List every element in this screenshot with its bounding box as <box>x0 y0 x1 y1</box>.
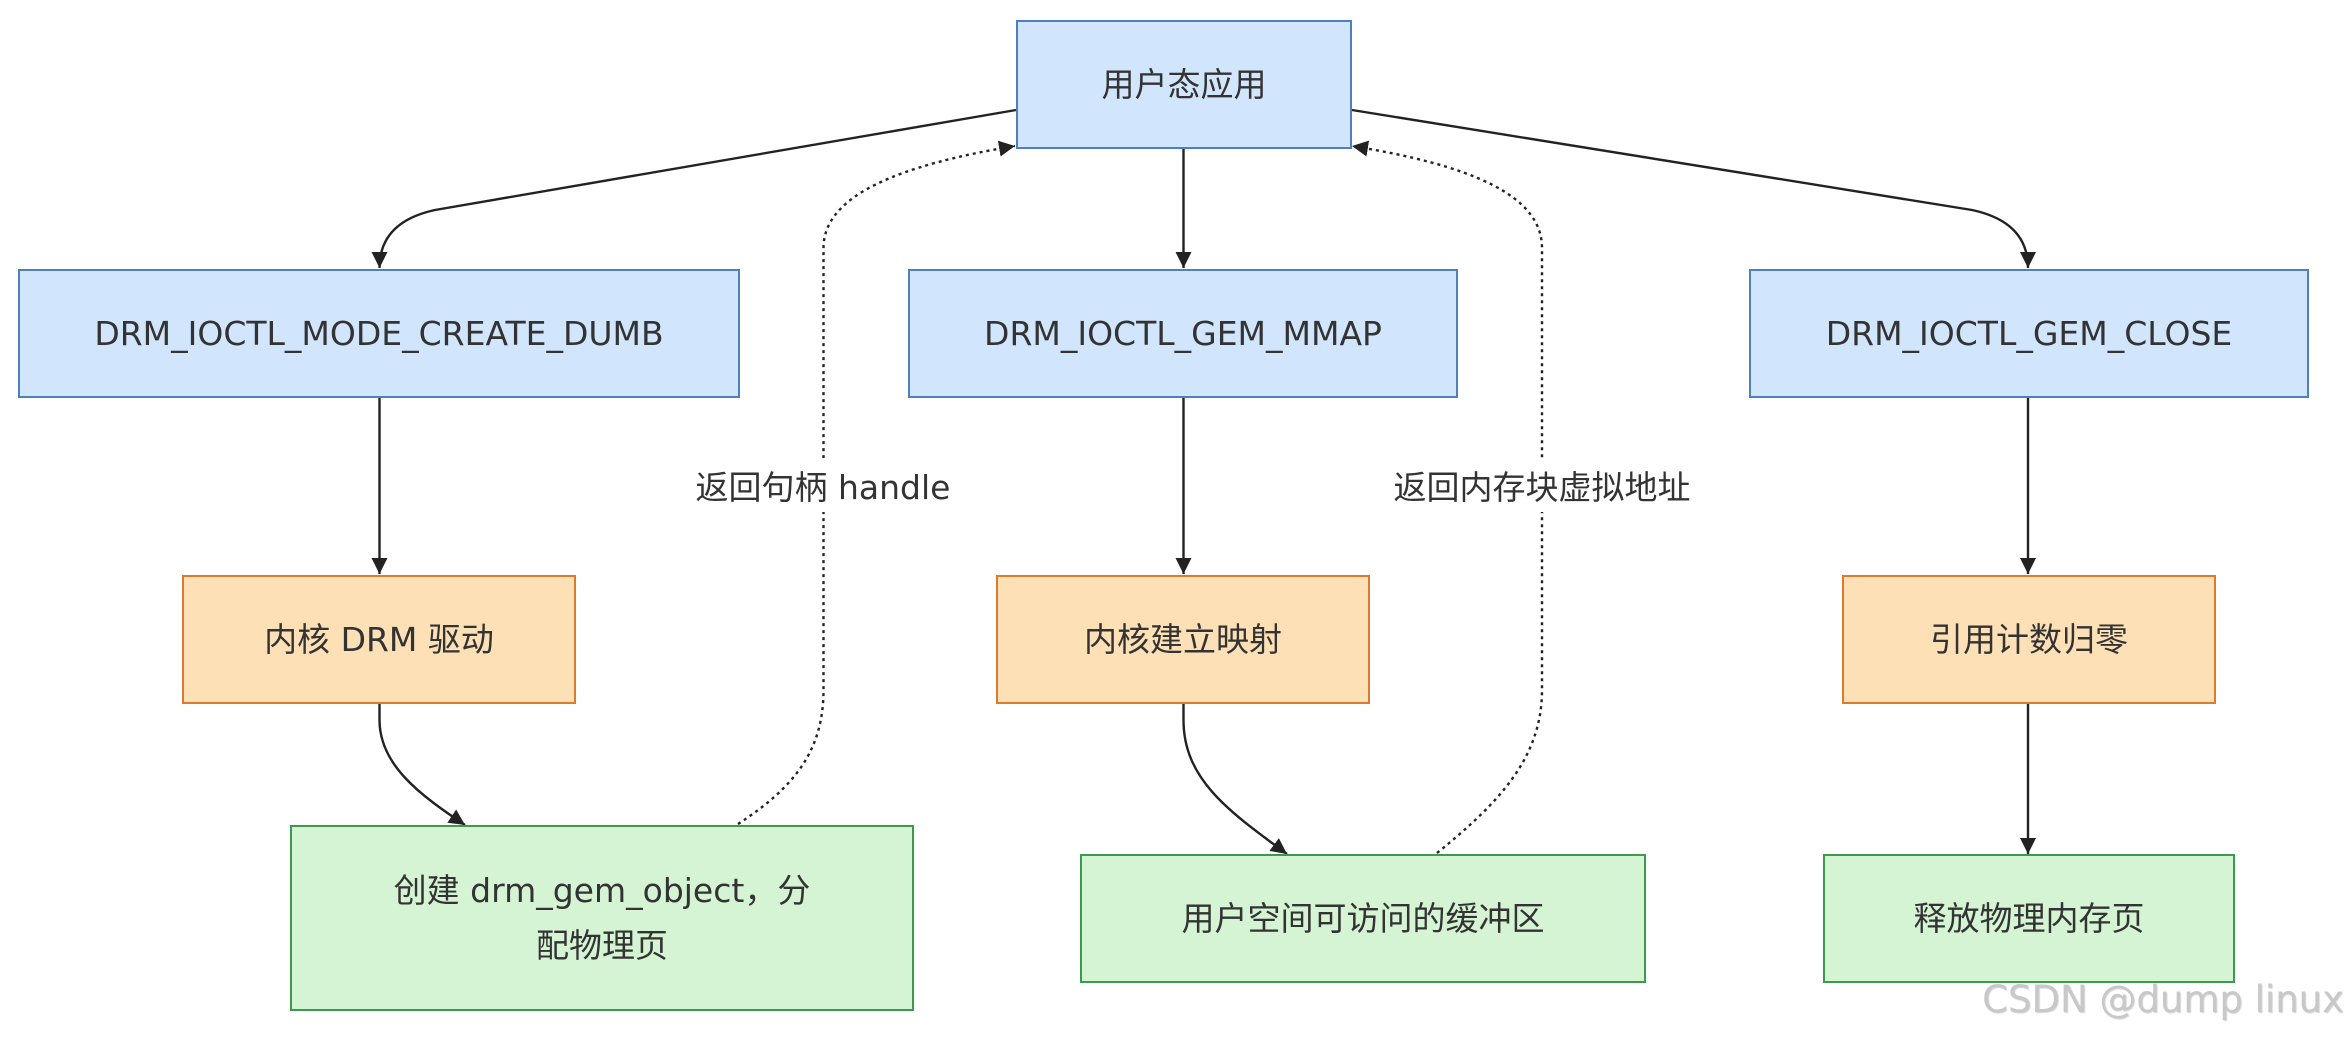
node-label-line-2: 配物理页 <box>536 926 668 965</box>
node-label: 内核建立映射 <box>1084 619 1282 659</box>
node-user-buffer: 用户空间可访问的缓冲区 <box>1080 854 1646 983</box>
node-kernel-drm-driver: 内核 DRM 驱动 <box>182 575 576 704</box>
node-ioctl-gem-close: DRM_IOCTL_GEM_CLOSE <box>1749 269 2309 398</box>
edge-label-return-handle: 返回句柄 handle <box>691 458 955 512</box>
node-label: 引用计数归零 <box>1930 619 2128 659</box>
node-ioctl-create-dumb: DRM_IOCTL_MODE_CREATE_DUMB <box>18 269 740 398</box>
node-kernel-mapping: 内核建立映射 <box>996 575 1370 704</box>
node-label-line-1: 创建 drm_gem_object，分 <box>393 871 811 910</box>
edge-app-to-gem-close <box>1351 108 2036 269</box>
node-free-pages: 释放物理内存页 <box>1823 854 2235 983</box>
node-label: DRM_IOCTL_MODE_CREATE_DUMB <box>94 313 664 353</box>
edge-app-to-create-dumb <box>371 108 1017 269</box>
node-label: DRM_IOCTL_GEM_MMAP <box>984 313 1382 353</box>
node-refcount-zero: 引用计数归零 <box>1842 575 2216 704</box>
edge-create-object-return-handle <box>737 140 1016 826</box>
node-label: 用户态应用 <box>1101 64 1267 104</box>
edge-kernel-driver-to-create-object <box>378 704 466 826</box>
node-user-app: 用户态应用 <box>1016 20 1352 149</box>
edge-kernel-mapping-to-user-buffer <box>1182 704 1288 855</box>
node-label: 释放物理内存页 <box>1913 898 2145 938</box>
node-label: 用户空间可访问的缓冲区 <box>1181 898 1545 938</box>
node-label: 内核 DRM 驱动 <box>264 619 494 659</box>
node-create-gem-object: 创建 drm_gem_object，分 配物理页 <box>290 825 914 1011</box>
watermark: CSDN @dump linux <box>1982 978 2344 1021</box>
node-ioctl-gem-mmap: DRM_IOCTL_GEM_MMAP <box>908 269 1458 398</box>
node-label: DRM_IOCTL_GEM_CLOSE <box>1825 313 2233 353</box>
edge-label-return-vaddr: 返回内存块虚拟地址 <box>1389 458 1695 512</box>
